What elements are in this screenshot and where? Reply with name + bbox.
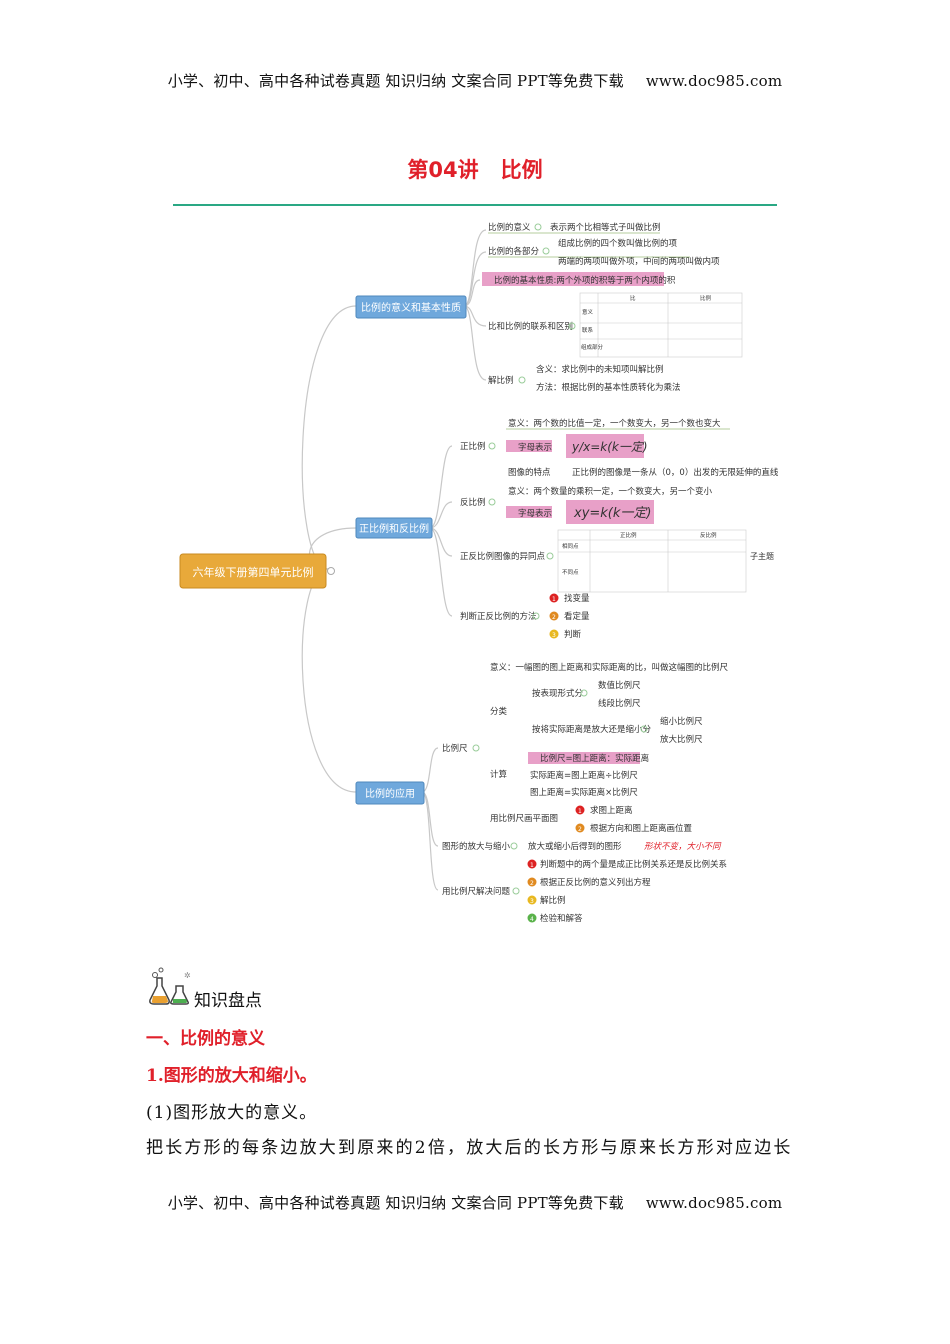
use-step-2: 根据正反比例的意义列出方程 [540,877,651,888]
compare-table-h2: 反比例 [700,531,717,539]
node-letters-2: 字母表示 [518,508,552,519]
branch-label-2: 正比例和反比例 [359,522,429,535]
ratio-table-r1: 意义 [582,308,594,316]
footer-text: 小学、初中、高中各种试卷真题 知识归纳 文案合同 PPT等免费下载 [167,1194,624,1212]
use-step-1: 判断题中的两个量是成正比例关系还是反比例关系 [540,859,727,870]
inverse-formula: xy=k(k一定) [573,505,651,521]
node-use: 用比例尺解决问题 [442,886,511,897]
node-fig-note: 形状不变，大小不同 [644,841,722,852]
method-step-1: 找变量 [564,593,590,604]
branch-label-1: 比例的意义和基本性质 [361,301,461,314]
compare-table-h1: 正比例 [620,531,637,539]
direct-formula: y/x=k(k一定) [571,440,648,454]
svg-text:2: 2 [552,614,556,621]
ratio-table-h2: 比例 [700,294,712,302]
branch-meaning-property[interactable]: 比例的意义和基本性质 [355,295,467,319]
branch-label-3: 比例的应用 [365,787,415,800]
node-scale: 比例尺 [442,743,468,754]
flask-icon: ✲ [148,966,192,1006]
node-inverse: 反比例 [460,497,486,508]
method-step-2: 看定量 [564,611,590,622]
node-plan: 用比例尺画平面图 [490,813,558,824]
subsection-heading: 1.图形的放大和缩小。 [146,1066,317,1086]
svg-text:1: 1 [578,808,582,815]
ratio-table-r3: 组成部分 [581,343,604,351]
node-parts-a: 组成比例的四个数叫做比例的项 [558,238,678,249]
paragraph-2: 把长方形的每条边放大到原来的2倍，放大后的长方形与原来长方形对应边长 [146,1138,793,1158]
node-enlarge: 放大比例尺 [660,734,703,745]
node-relation: 比和比例的联系和区别 [488,321,573,332]
header-url[interactable]: www.doc985.com [645,72,783,90]
section-heading: 一、比例的意义 [146,1029,265,1049]
page-title: 第04讲比例 [0,154,950,184]
node-property: 比例的基本性质:两个外项的积等于两个内项的积 [494,275,676,286]
ratio-table-h1: 比 [630,294,636,302]
paragraph-1: (1)图形放大的意义。 [146,1103,318,1123]
svg-text:4: 4 [530,916,534,923]
mindmap-canvas: 六年级下册第四单元比例 比例的意义和基本性质 比例的意义 表示两个比相等式子叫做… [179,222,779,924]
node-direct: 正比例 [460,441,486,452]
svg-text:1: 1 [552,596,556,603]
page-header: 小学、初中、高中各种试卷真题 知识归纳 文案合同 PPT等免费下载 www.doc… [0,70,950,91]
node-classify: 分类 [490,706,508,717]
node-inverse-def: 意义：两个数量的乘积一定，一个数变大，另一个变小 [508,486,713,497]
node-calc: 计算 [490,769,508,780]
root-node[interactable]: 六年级下册第四单元比例 [179,553,335,589]
calc-3: 图上距离=实际距离×比例尺 [530,787,638,798]
plan-step-1: 求图上距离 [590,805,633,816]
node-graph-def: 正比例的图像是一条从（0，0）出发的无限延伸的直线 [572,467,779,478]
node-meaning: 比例的意义 [488,222,531,233]
svg-text:✲: ✲ [184,971,191,980]
method-step-3: 判断 [564,629,582,640]
node-subtopic: 子主题 [750,551,774,561]
svg-text:1: 1 [530,862,534,869]
section-label: 知识盘点 [194,991,262,1011]
plan-step-2: 根据方向和图上距离画位置 [590,823,693,834]
title-divider [173,204,777,206]
node-fig: 图形的放大与缩小 [442,841,511,852]
node-method: 判断正反比例的方法 [460,611,537,622]
node-num: 数值比例尺 [598,680,641,691]
node-size: 按将实际距离是放大还是缩小分 [532,724,652,735]
header-text: 小学、初中、高中各种试卷真题 知识归纳 文案合同 PPT等免费下载 [167,72,624,90]
svg-text:3: 3 [530,898,534,905]
node-letters-1: 字母表示 [518,442,552,453]
branch-direct-inverse[interactable]: 正比例和反比例 [355,517,433,539]
node-graph: 图像的特点 [508,467,551,478]
footer-url[interactable]: www.doc985.com [645,1194,783,1212]
calc-2: 实际距离=图上距离÷比例尺 [530,770,638,781]
title-lecture: 第04讲 [407,158,479,182]
ratio-table [579,292,743,358]
node-parts: 比例的各部分 [488,246,540,257]
node-solve-a: 含义：求比例中的未知项叫解比例 [536,364,664,375]
node-scale-def: 意义：一幅图的图上距离和实际距离的比，叫做这幅图的比例尺 [490,662,729,673]
page-footer: 小学、初中、高中各种试卷真题 知识归纳 文案合同 PPT等免费下载 www.doc… [0,1192,950,1213]
calc-1: 比例尺=图上距离：实际距离 [540,753,649,764]
node-fig-def: 放大或缩小后得到的图形 [528,841,622,852]
node-shrink: 缩小比例尺 [660,716,703,727]
use-step-4: 检验和解答 [540,913,583,924]
use-step-3: 解比例 [540,895,566,906]
svg-text:3: 3 [552,632,556,639]
node-parts-b: 两端的两项叫做外项，中间的两项叫做内项 [558,256,720,267]
compare-table-r1: 相同点 [562,542,579,550]
ratio-table-r2: 联系 [582,326,594,334]
node-compare: 正反比例图像的异同点 [460,551,546,562]
svg-text:2: 2 [530,880,534,887]
node-direct-def: 意义：两个数的比值一定，一个数变大，另一个数也变大 [508,418,721,429]
node-meaning-def: 表示两个比相等式子叫做比例 [550,222,661,233]
compare-table-r2: 不同点 [562,569,579,576]
branch-application[interactable]: 比例的应用 [355,781,425,805]
root-label: 六年级下册第四单元比例 [193,565,314,579]
node-solve: 解比例 [488,375,514,386]
svg-text:2: 2 [578,826,582,833]
node-line: 线段比例尺 [598,698,641,709]
title-topic: 比例 [500,158,543,182]
mindmap: 六年级下册第四单元比例 比例的意义和基本性质 比例的意义 表示两个比相等式子叫做… [170,208,782,933]
node-form: 按表现形式分 [532,688,584,699]
node-solve-b: 方法：根据比例的基本性质转化为乘法 [536,382,681,393]
compare-table [557,529,747,593]
